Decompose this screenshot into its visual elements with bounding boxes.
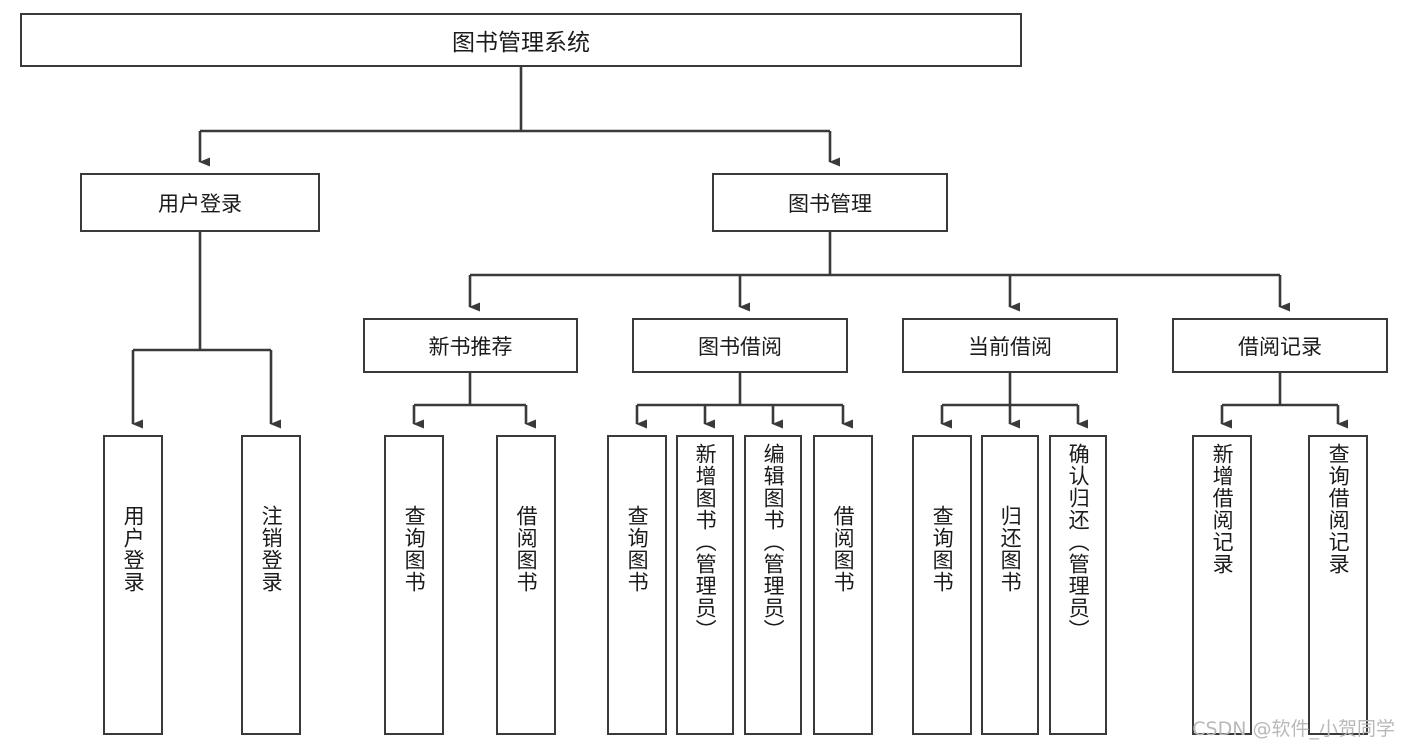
leaf-query-borrow-record[interactable]: 查询借阅记录 bbox=[1308, 435, 1368, 735]
leaf-borrow-book-1[interactable]: 借阅图书 bbox=[496, 435, 556, 735]
leaf-user-login[interactable]: 用户登录 bbox=[103, 435, 163, 735]
leaf-label: 归还图书 bbox=[998, 505, 1023, 593]
leaf-add-book-admin[interactable]: 新增图书（管理员） bbox=[676, 435, 734, 735]
leaf-query-book-3[interactable]: 查询图书 bbox=[912, 435, 972, 735]
node-book-borrow[interactable]: 图书借阅 bbox=[632, 318, 848, 373]
node-root[interactable]: 图书管理系统 bbox=[20, 13, 1022, 67]
leaf-label: 确认归还（管理员） bbox=[1066, 443, 1091, 641]
leaf-label: 注销登录 bbox=[259, 505, 284, 593]
leaf-label: 新增借阅记录 bbox=[1210, 443, 1235, 575]
node-label: 借阅记录 bbox=[1238, 334, 1322, 359]
leaf-label: 查询图书 bbox=[402, 505, 427, 593]
leaf-add-borrow-record[interactable]: 新增借阅记录 bbox=[1192, 435, 1252, 735]
node-user-login[interactable]: 用户登录 bbox=[80, 173, 320, 232]
leaf-confirm-return-admin[interactable]: 确认归还（管理员） bbox=[1049, 435, 1107, 735]
leaf-label: 查询图书 bbox=[930, 505, 955, 593]
leaf-return-book[interactable]: 归还图书 bbox=[981, 435, 1039, 735]
node-label: 图书管理系统 bbox=[452, 30, 590, 56]
node-label: 当前借阅 bbox=[968, 334, 1052, 359]
leaf-query-book-2[interactable]: 查询图书 bbox=[607, 435, 667, 735]
leaf-label: 借阅图书 bbox=[514, 505, 539, 593]
leaf-query-book-1[interactable]: 查询图书 bbox=[384, 435, 444, 735]
leaf-label: 查询图书 bbox=[625, 505, 650, 593]
node-label: 图书管理 bbox=[788, 191, 872, 216]
leaf-borrow-book-2[interactable]: 借阅图书 bbox=[813, 435, 873, 735]
leaf-label: 查询借阅记录 bbox=[1326, 443, 1351, 575]
node-current-borrow[interactable]: 当前借阅 bbox=[902, 318, 1118, 373]
node-new-book-recommend[interactable]: 新书推荐 bbox=[363, 318, 578, 373]
leaf-logout[interactable]: 注销登录 bbox=[241, 435, 301, 735]
leaf-label: 用户登录 bbox=[121, 505, 146, 593]
leaf-label: 新增图书（管理员） bbox=[693, 443, 718, 641]
node-borrow-records[interactable]: 借阅记录 bbox=[1172, 318, 1388, 373]
node-label: 用户登录 bbox=[158, 191, 242, 216]
node-label: 新书推荐 bbox=[428, 334, 513, 359]
leaf-label: 借阅图书 bbox=[831, 505, 856, 593]
leaf-edit-book-admin[interactable]: 编辑图书（管理员） bbox=[744, 435, 802, 735]
node-label: 图书借阅 bbox=[698, 334, 782, 359]
node-book-management[interactable]: 图书管理 bbox=[712, 173, 948, 232]
leaf-label: 编辑图书（管理员） bbox=[761, 443, 786, 641]
